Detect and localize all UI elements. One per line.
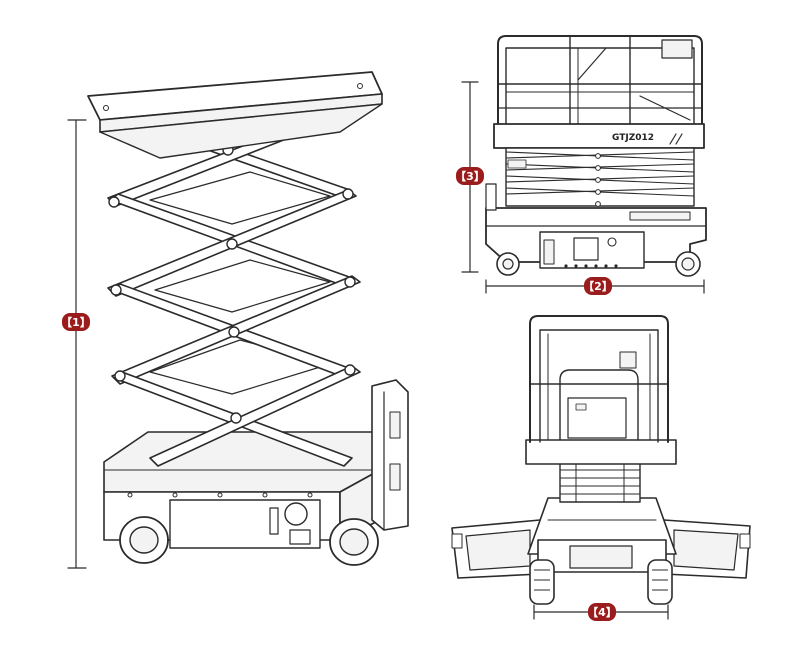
wheels-side (496, 251, 701, 277)
side-stowed-view: GTJZ012 (455, 35, 707, 295)
isometric-raised-view: 【1】 (61, 71, 409, 569)
chassis-side (485, 183, 707, 269)
stowed-scissor-stack (505, 147, 695, 207)
chassis-front (527, 497, 677, 573)
outriggers (451, 519, 751, 579)
scissor-arms (99, 99, 371, 467)
work-platform (87, 71, 383, 159)
scissor-stack-front (559, 461, 641, 503)
platform-deck-side: GTJZ012 (493, 123, 705, 149)
badge-label-1: 【1】 (61, 316, 91, 329)
badge-length: 【2】 (583, 277, 613, 295)
model-label: GTJZ012 (612, 133, 654, 143)
wheels-isometric (119, 516, 379, 566)
badge-label-3: 【3】 (455, 170, 485, 183)
guardrail-side (497, 35, 703, 127)
badge-height-stowed: 【3】 (455, 167, 485, 185)
badge-label-2: 【2】 (583, 280, 613, 293)
badge-label-4: 【4】 (587, 606, 617, 619)
control-box (371, 379, 409, 531)
platform-front (525, 315, 677, 465)
badge-width: 【4】 (587, 603, 617, 621)
dimension-line-height-extended (67, 119, 87, 569)
badge-height-extended: 【1】 (61, 313, 91, 331)
front-outrigger-view: 【4】 (451, 315, 751, 621)
wheels-front (529, 559, 673, 605)
